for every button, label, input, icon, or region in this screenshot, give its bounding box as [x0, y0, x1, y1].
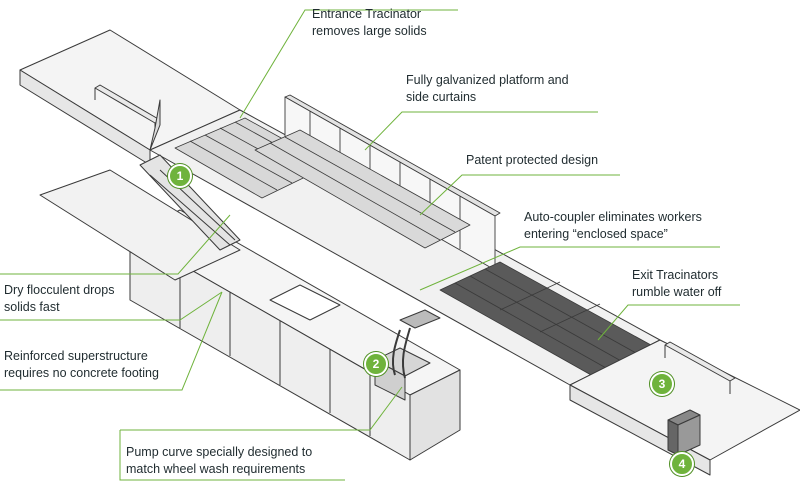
- callout-flocculent-line1: Dry flocculent drops: [4, 283, 115, 297]
- marker-4: 4: [670, 452, 694, 476]
- callout-pump: Pump curve specially designed to match w…: [126, 444, 312, 478]
- callout-exit-line1: Exit Tracinators: [632, 268, 719, 282]
- leader-entrance: [239, 9, 458, 119]
- callout-coupler-line1: Auto-coupler eliminates workers: [524, 210, 702, 224]
- callout-pump-line1: Pump curve specially designed to: [126, 445, 313, 459]
- callout-pump-line2: match wheel wash requirements: [126, 462, 306, 476]
- callout-patent: Patent protected design: [466, 152, 598, 169]
- marker-3: 3: [650, 372, 674, 396]
- callout-superstructure-line2: requires no concrete footing: [4, 366, 159, 380]
- leader-coupler: [419, 246, 720, 291]
- callout-entrance-line2: removes large solids: [312, 24, 427, 38]
- leader-flocculent: [0, 214, 231, 275]
- leader-superstructure: [0, 291, 223, 391]
- callout-patent-line1: Patent protected design: [466, 153, 599, 167]
- callout-entrance: Entrance Tracinator removes large solids: [312, 6, 427, 40]
- callout-exit: Exit Tracinators rumble water off: [632, 267, 721, 301]
- callout-exit-line2: rumble water off: [632, 285, 722, 299]
- leader-pump: [119, 386, 403, 481]
- marker-2: 2: [364, 352, 388, 376]
- control-cabinet: [667, 409, 701, 456]
- marker-1: 1: [168, 164, 192, 188]
- machine-illustration: [19, 29, 800, 476]
- callout-coupler-line2: entering “enclosed space”: [524, 227, 668, 241]
- callout-flocculent: Dry flocculent drops solids fast: [4, 282, 114, 316]
- leader-patent: [419, 174, 620, 216]
- callout-platform-line2: side curtains: [406, 90, 477, 104]
- callout-coupler: Auto-coupler eliminates workers entering…: [524, 209, 702, 243]
- leader-platform: [364, 111, 598, 151]
- callout-platform: Fully galvanized platform and side curta…: [406, 72, 569, 106]
- leader-exit: [597, 304, 740, 341]
- exit-barrier: [664, 341, 736, 382]
- callout-entrance-line1: Entrance Tracinator: [312, 7, 422, 21]
- callout-flocculent-line2: solids fast: [4, 300, 60, 314]
- leader-lines: [0, 9, 740, 481]
- callout-superstructure: Reinforced superstructure requires no co…: [4, 348, 159, 382]
- callout-superstructure-line1: Reinforced superstructure: [4, 349, 148, 363]
- callout-platform-line1: Fully galvanized platform and: [406, 73, 569, 87]
- center-grate: [254, 129, 471, 249]
